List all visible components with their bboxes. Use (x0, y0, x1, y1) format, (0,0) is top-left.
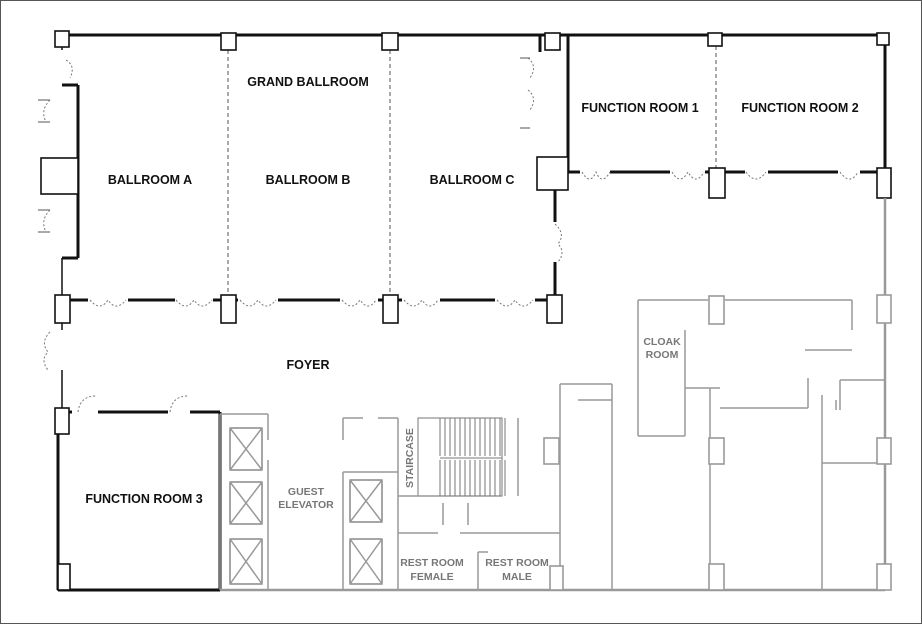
label-function-room-1: FUNCTION ROOM 1 (581, 101, 698, 115)
elevator-cars (229, 427, 383, 585)
service-columns (543, 294, 892, 591)
label-rest-room-female: REST ROOM (400, 557, 464, 569)
label-rest-room-male: REST ROOM (485, 557, 549, 569)
label-foyer: FOYER (286, 358, 329, 372)
service-walls (219, 198, 887, 592)
label-function-room-3: FUNCTION ROOM 3 (85, 492, 202, 506)
label-rest-room-male-2: MALE (502, 571, 532, 583)
partitions (227, 46, 717, 295)
label-staircase: STAIRCASE (404, 428, 416, 488)
label-ballroom-b: BALLROOM B (266, 173, 351, 187)
staircase-treads (439, 418, 506, 496)
label-guest-elevator: GUEST (288, 486, 325, 498)
label-ballroom-a: BALLROOM A (108, 173, 192, 187)
label-function-room-2: FUNCTION ROOM 2 (741, 101, 858, 115)
label-grand-ballroom: GRAND BALLROOM (247, 75, 369, 89)
columns (54, 30, 892, 591)
main-walls (40, 33, 887, 592)
label-guest-elevator-2: ELEVATOR (278, 499, 334, 511)
label-cloak-room: CLOAK (643, 336, 681, 348)
doors (38, 57, 859, 413)
label-rest-room-female-2: FEMALE (410, 571, 453, 583)
label-ballroom-c: BALLROOM C (430, 173, 515, 187)
label-cloak-room-2: ROOM (646, 349, 679, 361)
room-labels: GRAND BALLROOM BALLROOM A BALLROOM B BAL… (85, 75, 858, 583)
